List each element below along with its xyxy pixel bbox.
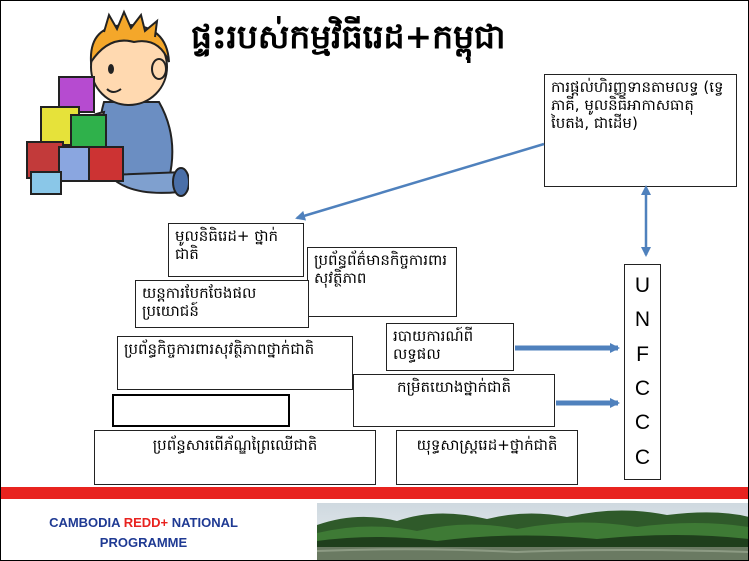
- funding-box: ការផ្តល់ហិរញ្ញទានតាមលទ្ធ (ទេ្វភាគី, មូលន…: [544, 74, 737, 187]
- footer-text-part: NATIONAL: [168, 515, 238, 530]
- unfccc-box: U N F C C C: [624, 264, 661, 480]
- unfccc-letter: C: [634, 377, 651, 401]
- empty-box: [112, 394, 290, 427]
- forest-monitoring-box: ប្រព័ន្ធសារពើភ័ណ្ឌព្រៃឈើជាតិ: [94, 430, 376, 485]
- unfccc-letter: U: [634, 274, 651, 298]
- unfccc-letter: C: [634, 411, 651, 435]
- unfccc-letter: C: [634, 445, 651, 469]
- page-title: ផ្ទះរបស់កម្មវិធីរេដ+កម្ពុជា: [191, 17, 506, 56]
- footer-text-part: CAMBODIA: [49, 515, 124, 530]
- unfccc-letter: F: [636, 342, 649, 366]
- strategy-box: យុទ្ធសាស្រ្តរេដ+ថ្នាក់ជាតិ: [396, 430, 578, 485]
- unfccc-letter: N: [634, 308, 651, 332]
- safeguards-system-box: ប្រព័ន្ធកិច្ចការពារសុវត្ថិភាពថ្នាក់ជាតិ: [117, 336, 353, 390]
- footer-programme-label: CAMBODIA REDD+ NATIONAL PROGRAMME: [31, 513, 256, 553]
- footer-redd-text: REDD+: [123, 515, 169, 530]
- benefit-sharing-box: យន្តការបែកចែងផលប្រយោជន៍: [135, 280, 309, 328]
- forest-landscape-image: [317, 503, 748, 560]
- funding-to-fund-arrow: [295, 142, 545, 221]
- reference-level-box: កម្រិតយោងថ្នាក់ជាតិ: [353, 374, 555, 427]
- footer-text-part: PROGRAMME: [99, 535, 188, 550]
- child-with-blocks-clipart: [26, 9, 189, 197]
- results-report-box: របាយការណ៍ពីលទ្ធផល: [386, 323, 514, 371]
- national-fund-box: មូលនិធិរេដ+ ថ្នាក់ជាតិ: [168, 223, 304, 277]
- footer-red-bar: [1, 487, 748, 499]
- info-system-box: ប្រព័ន្ធព័ត៌មានកិច្ចការពារសុវត្ថិភាព: [307, 247, 457, 317]
